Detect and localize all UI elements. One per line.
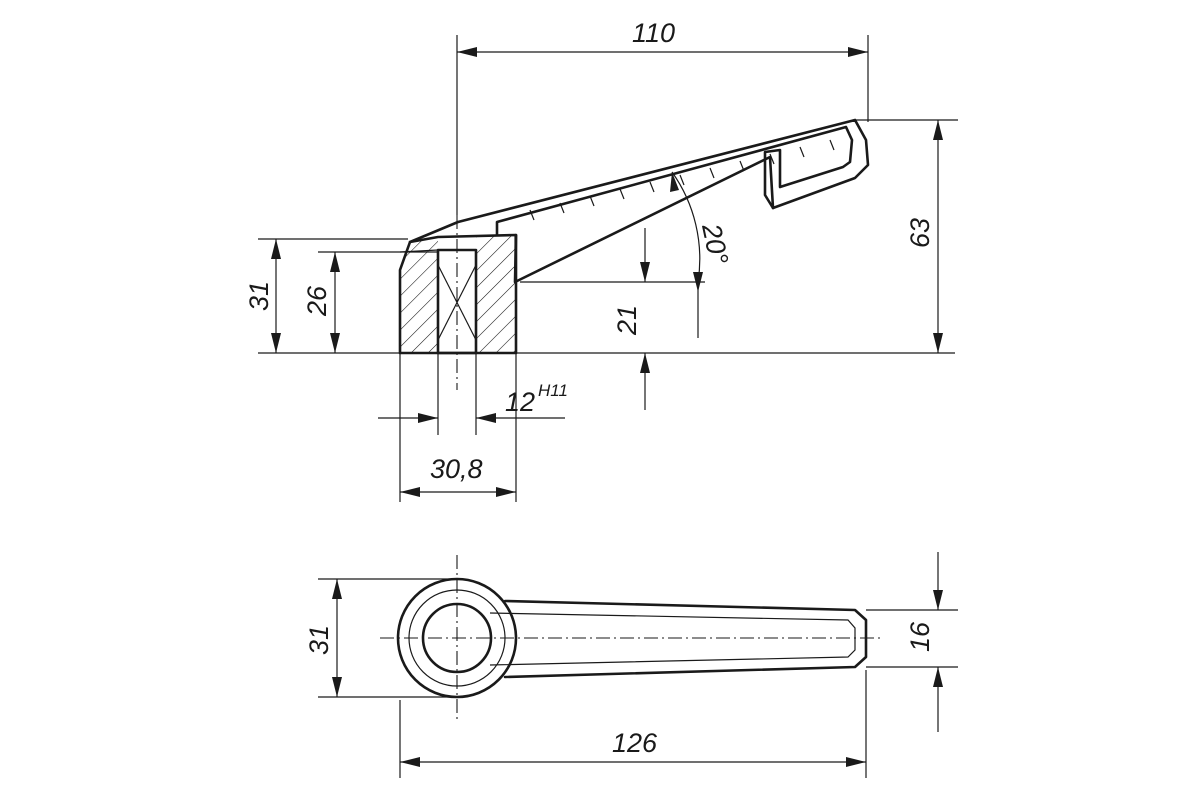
arrowhead	[693, 272, 703, 292]
dim-label-31-side: 31	[244, 281, 274, 311]
arrowhead	[640, 353, 650, 373]
arrowhead	[271, 239, 281, 259]
arrowhead	[846, 757, 866, 767]
dim-label-16: 16	[905, 621, 935, 652]
arrowhead	[933, 333, 943, 353]
dim-label-h11: H11	[538, 381, 568, 400]
arrowhead	[496, 487, 516, 497]
dim-label-308: 30,8	[430, 454, 483, 484]
angle-arc	[671, 171, 701, 283]
dim-label-21: 21	[612, 305, 642, 336]
dim-label-26: 26	[302, 285, 332, 317]
dim-label-angle: 20°	[696, 220, 734, 267]
arrowhead	[418, 413, 438, 423]
arrowhead	[476, 413, 496, 423]
dim-label-12: 12	[505, 387, 535, 417]
arrowhead	[332, 579, 342, 599]
lever-arm-outline	[408, 118, 870, 284]
hub-section-right	[476, 235, 516, 353]
arrowhead	[670, 172, 679, 192]
arrowhead	[933, 120, 943, 140]
arrowhead	[933, 667, 943, 687]
arrowhead	[457, 47, 477, 57]
lever-top-outline	[503, 599, 868, 679]
arrowhead	[400, 487, 420, 497]
lever-top-inner	[489, 612, 856, 666]
bore-cross-2	[437, 264, 477, 341]
lever-arm-inner	[495, 125, 854, 236]
side-view: 110 63 31 26 21 20°	[244, 18, 958, 502]
dim-label-31-top: 31	[304, 625, 334, 655]
arrowhead	[640, 262, 650, 282]
arrowhead	[848, 47, 868, 57]
hub-section-left	[400, 237, 438, 353]
arrowhead	[330, 252, 340, 272]
top-view: 31 16 126	[304, 552, 958, 778]
arrowhead	[933, 590, 943, 610]
dim-label-110: 110	[632, 18, 675, 48]
dim-label-126: 126	[612, 728, 658, 758]
arrowhead	[400, 757, 420, 767]
arrowhead	[271, 333, 281, 353]
arrowhead	[330, 333, 340, 353]
arrowhead	[332, 677, 342, 697]
lever-web-hatch	[529, 139, 835, 221]
dim-label-63: 63	[905, 218, 935, 248]
